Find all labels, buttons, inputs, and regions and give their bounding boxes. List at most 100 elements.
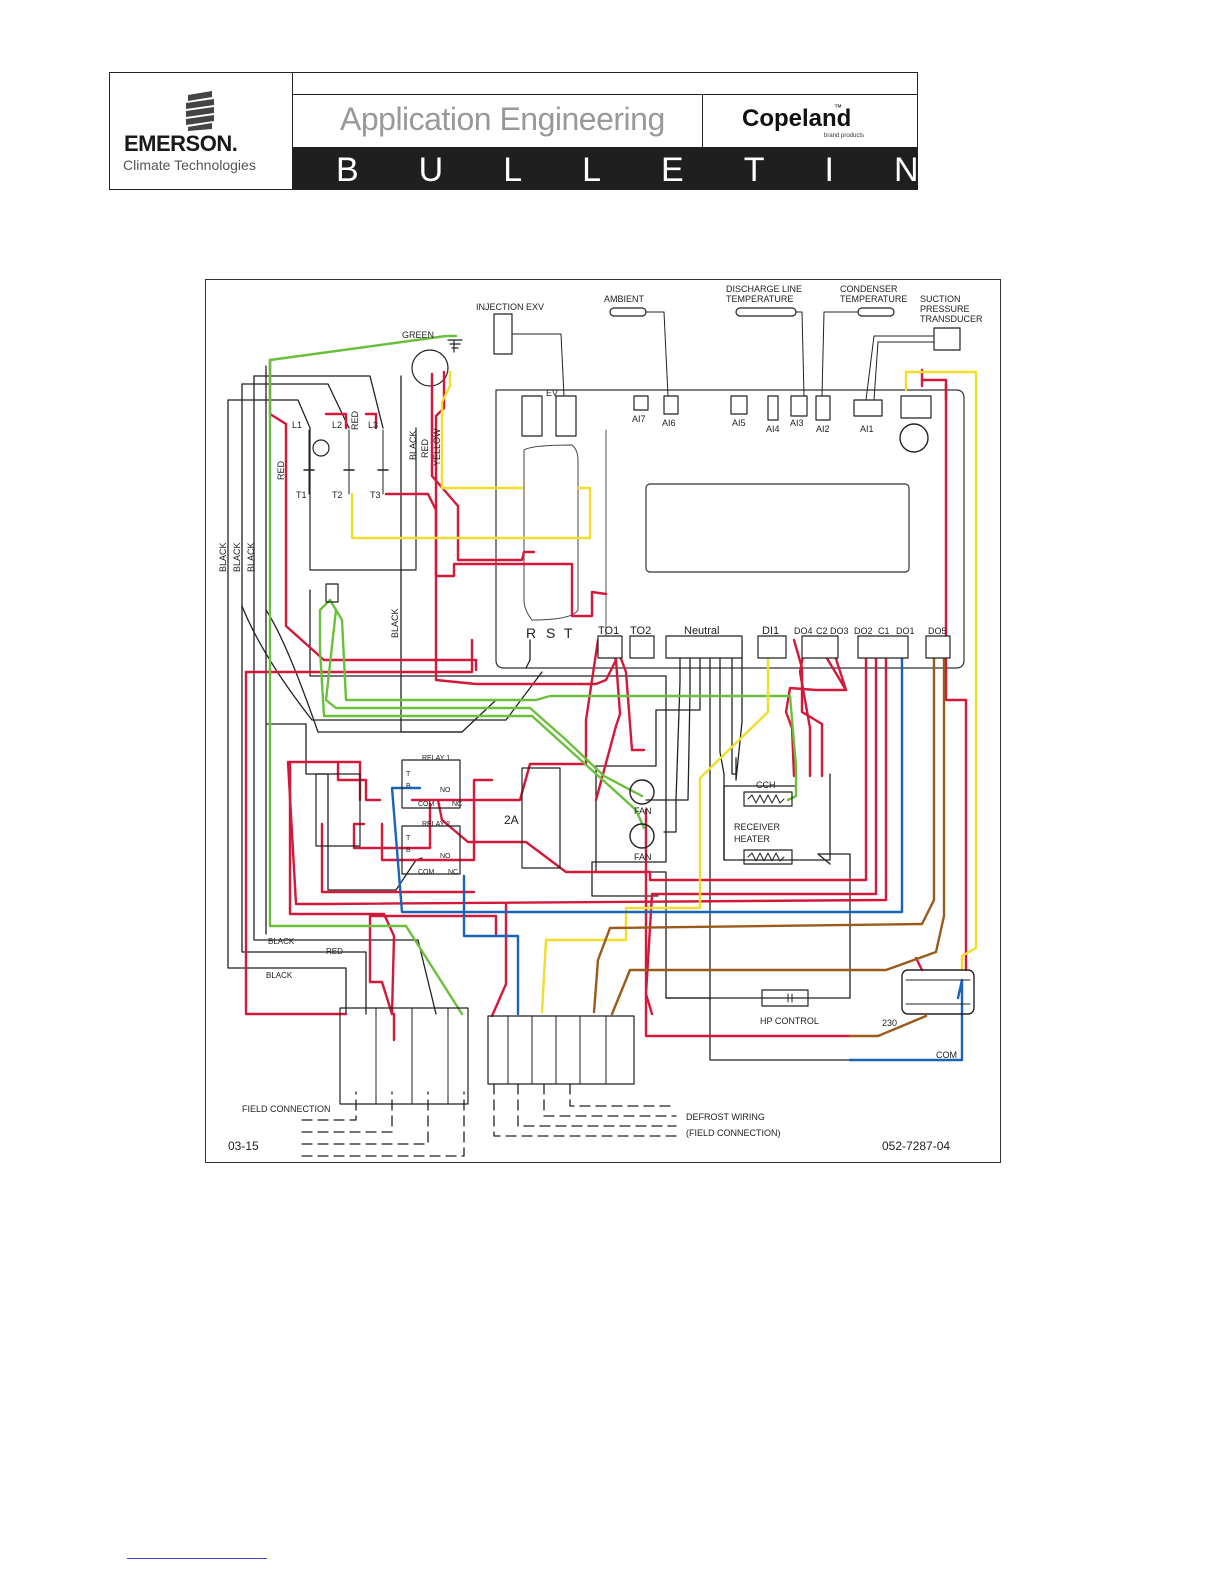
label-black-wire-1: BLACK [218,542,228,572]
relay-2 [401,825,461,875]
label-com: COM [936,1050,957,1060]
label-ev: EV [546,388,558,398]
label-field-connection: FIELD CONNECTION [242,1104,331,1114]
label-c2: C2 [816,626,828,636]
label-fan-1: FAN [634,806,652,816]
ambient-sensor [609,307,647,317]
bulletin-word: BULLETIN [336,151,979,189]
label-condenser-2: TEMPERATURE [840,294,907,304]
bulletin-bar: BULLETIN [292,147,919,189]
do4-c2-do3-terminal [801,635,839,659]
ai7-connector [633,395,649,411]
ai1-connector [853,399,883,417]
label-relay2-no: NO [440,853,451,860]
label-do3: DO3 [830,626,849,636]
label-hp-control: HP CONTROL [760,1016,819,1026]
label-defrost-2: (FIELD CONNECTION) [686,1128,781,1138]
label-relay1-no: NO [440,787,451,794]
do2-c1-do1-terminal [857,635,909,659]
label-t1: T1 [296,490,307,500]
label-t2: T2 [332,490,343,500]
fan-1-icon [629,779,655,805]
label-fan-2: FAN [634,852,652,862]
transducer-dial-icon [899,423,929,453]
hp-control-switch [761,989,809,1007]
label-injection-exv: INJECTION EXV [476,302,544,312]
ground-lug [325,583,339,603]
label-relay1-t: T [406,771,411,778]
label-date: 03-15 [228,1139,259,1153]
transducer-connector [900,395,932,419]
controller-display [645,483,910,573]
to1-terminal [597,635,623,659]
ai4-connector [767,395,779,421]
company-name: EMERSON. [124,131,238,156]
label-black-field-1: BLACK [268,937,295,946]
label-ai4: AI4 [766,424,780,434]
label-ai6: AI6 [662,418,676,428]
label-relay1-nc: NC [452,801,462,808]
label-black-wire-2: BLACK [232,542,242,572]
label-red-wire: RED [276,460,286,480]
label-ai1: AI1 [860,424,874,434]
label-230: 230 [882,1018,897,1028]
label-relay1-b: B [406,783,411,790]
ev-connector-left [521,395,543,437]
wiring-diagram: INJECTION EXV AMBIENT DISCHARGE LINE TEM… [218,284,983,1157]
field-terminal-block [339,1007,469,1105]
di1-terminal [757,635,787,659]
label-relay2-t: T [406,835,411,842]
label-neutral: Neutral [684,625,719,637]
label-cch: CCH [756,780,776,790]
brand-name: Copeland [742,105,852,132]
neutral-terminal [665,635,743,659]
label-relay2-b: B [406,847,411,854]
condenser-sensor [857,307,895,317]
motor-terminal-block [411,349,449,387]
wiring-diagram-frame: INJECTION EXV AMBIENT DISCHARGE LINE TEM… [205,279,1001,1163]
emerson-logo: EMERSON. Climate Technologies [110,73,293,189]
label-to1: TO1 [598,625,619,637]
transformer [901,969,975,1015]
label-relay1-com: COM [418,801,435,808]
label-t: T [564,625,573,641]
label-receiver-2: HEATER [734,834,770,844]
receiver-heater-icon [743,849,793,865]
ai3-connector [790,395,808,417]
label-s: S [546,625,555,641]
label-l3: L3 [368,420,378,430]
label-to2: TO2 [630,625,651,637]
power-terminal-block [315,773,361,847]
ai6-connector [663,395,679,415]
copeland-logo: Copeland ™ brand products [702,95,917,147]
label-yellow-motor: YELLOW [432,428,442,466]
label-discharge-2: TEMPERATURE [726,294,793,304]
label-red-contactor: RED [350,410,360,430]
ai5-connector [730,395,748,415]
label-ai5: AI5 [732,418,746,428]
fan-2-icon [629,823,655,849]
label-relay-2: RELAY 2 [422,821,450,828]
ev-connector [555,395,577,437]
label-suction-3: TRANSDUCER [920,314,983,324]
label-fuse: 2A [504,813,519,827]
bulletin-header: EMERSON. Climate Technologies Applicatio… [109,72,919,190]
label-green: GREEN [402,330,434,340]
label-drawing-number: 052-7287-04 [882,1139,950,1153]
label-ambient: AMBIENT [604,294,645,304]
document-title: Application Engineering [340,101,665,137]
brand-subtitle: brand products [824,133,865,139]
discharge-sensor [735,307,797,317]
label-receiver-1: RECEIVER [734,822,781,832]
injection-exv-sensor [493,313,513,355]
contactor [309,427,417,571]
label-discharge-1: DISCHARGE LINE [726,284,802,294]
label-ai2: AI2 [816,424,830,434]
relay-1 [401,759,461,809]
label-relay2-com: COM [418,869,435,876]
label-red-motor: RED [420,438,430,458]
footer-rule [127,1558,267,1559]
board-relay-module [523,444,579,621]
label-black-field-2: BLACK [266,971,293,980]
header-top-strip [292,73,917,95]
